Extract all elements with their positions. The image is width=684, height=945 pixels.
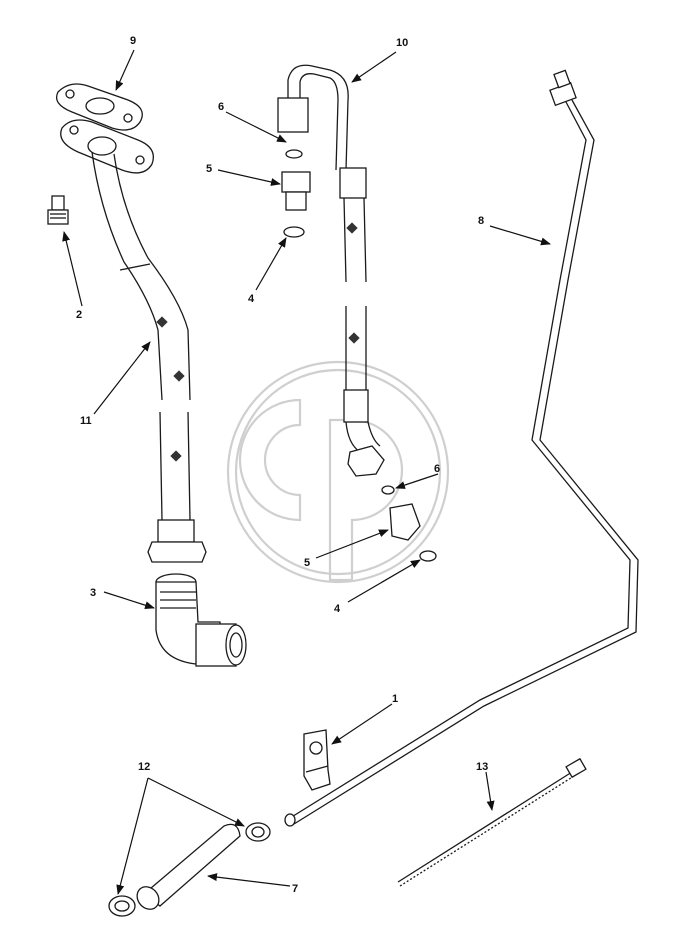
- callout-13: 13: [476, 761, 488, 773]
- callout-2: 2: [76, 309, 82, 321]
- part-2-fitting: [47, 195, 69, 225]
- callout-12: 12: [138, 761, 150, 773]
- callout-6-lower: 6: [434, 463, 440, 475]
- parts-4-5-6-upper: [281, 149, 311, 238]
- hatch-pattern: [156, 316, 185, 462]
- callout-labels: 9 10 6 5 4 2 11 3 8 6 5 4 1 12 13 7: [76, 35, 488, 895]
- callout-6: 6: [218, 101, 224, 113]
- callout-3: 3: [90, 587, 96, 599]
- callout-7: 7: [292, 883, 298, 895]
- part-9-gasket: [55, 83, 155, 174]
- part-1-clip: [303, 729, 331, 791]
- part-10-hose: [277, 64, 385, 477]
- callout-1: 1: [392, 693, 398, 705]
- part-7-sleeve: [136, 823, 241, 910]
- part-3-elbow: [155, 573, 247, 667]
- callout-9: 9: [130, 35, 136, 47]
- parts-4-5-6-lower: [381, 485, 437, 562]
- part-12-clamps: [108, 822, 271, 917]
- leader-lines: [62, 49, 551, 895]
- callout-5-lower: 5: [304, 557, 310, 569]
- part-11-tube: [91, 151, 207, 563]
- part-13-cable-tie: [397, 757, 587, 887]
- callout-10: 10: [396, 37, 408, 49]
- callout-4: 4: [248, 293, 255, 305]
- callout-8: 8: [478, 215, 484, 227]
- callout-11: 11: [80, 415, 92, 427]
- part-8-tube: [284, 69, 639, 827]
- watermark-logo: [226, 360, 450, 584]
- callout-4-lower: 4: [334, 603, 341, 615]
- callout-5: 5: [206, 163, 212, 175]
